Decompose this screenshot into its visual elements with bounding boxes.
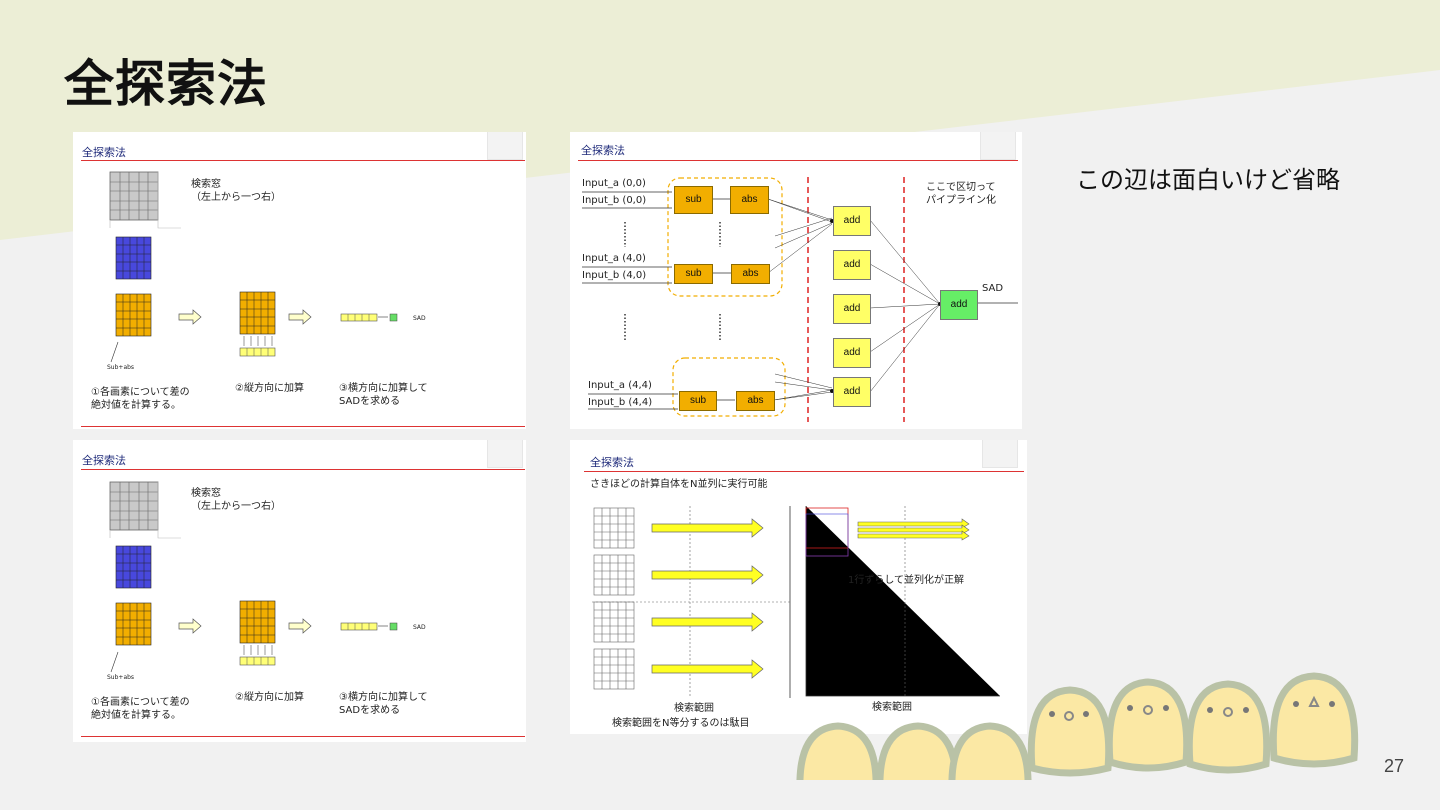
slide-thumbnail-tag (980, 132, 1016, 160)
add-block: add (833, 377, 871, 407)
left-caption: 検索範囲をN等分するのは駄目 (612, 718, 750, 729)
sad-row (340, 622, 398, 631)
right-caption: 1行ずらして並列化が正解 (848, 575, 965, 586)
input-label: Input_a (0,0) (582, 178, 646, 189)
panel-full-search-steps-copy: 全探索法 (73, 440, 526, 742)
blue-block-grid (115, 545, 152, 589)
footer-line (81, 736, 525, 737)
input-label: Input_b (4,4) (588, 397, 653, 408)
step-1-text: ①各画素について差の 絶対値を計算する。 (91, 387, 190, 411)
step-arrow (178, 309, 202, 325)
right-axis-label: 検索範囲 (872, 702, 912, 713)
step-2-text: ②縦方向に加算 (235, 383, 304, 394)
slide-thumbnail-tag (982, 440, 1018, 468)
input-label: Input_b (4,0) (582, 270, 647, 281)
orange-block-grid-summed (239, 600, 276, 666)
input-label: Input_b (0,0) (582, 195, 647, 206)
add-block: add (833, 338, 871, 368)
panel-subtitle: さきほどの計算自体をN並列に実行可能 (590, 479, 768, 490)
orange-block-grid (115, 602, 152, 646)
abs-block: abs (731, 264, 770, 284)
search-window-label: 検索窓 （左上から一つ右） (191, 488, 281, 512)
slide-note: この辺は面白いけど省略 (1076, 166, 1340, 194)
sad-label: SAD (413, 315, 426, 322)
search-window-grid (109, 171, 181, 229)
header-underline (81, 469, 525, 470)
panel-header: 全探索法 (581, 144, 625, 157)
slide-title: 全探索法 (64, 55, 268, 113)
pipeline-note: ここで区切って パイプライン化 (926, 182, 996, 206)
sad-row (340, 313, 398, 322)
step-arrow (288, 618, 312, 634)
page-number: 27 (1384, 756, 1405, 776)
slide-thumbnail-tag (487, 440, 523, 468)
pixel-grid-figure (109, 481, 398, 673)
abs-block: abs (730, 186, 769, 214)
sad-output-label: SAD (982, 283, 1004, 294)
footer-line (81, 426, 525, 427)
header-underline (81, 160, 525, 161)
panel-header: 全探索法 (82, 146, 126, 159)
step-2-text: ②縦方向に加算 (235, 692, 304, 703)
panel-full-search-steps: 全探索法 (73, 132, 526, 429)
parallel-figure (592, 506, 1000, 698)
slide-thumbnail-tag (487, 132, 523, 160)
sub-block: sub (679, 391, 717, 411)
add-block: add (833, 294, 871, 324)
sub-block: sub (674, 264, 713, 284)
pixel-grid-figure (109, 171, 398, 363)
step-1-text: ①各画素について差の 絶対値を計算する。 (91, 697, 190, 721)
abs-block: abs (736, 391, 775, 411)
sad-label: SAD (413, 624, 426, 631)
panel-header: 全探索法 (82, 454, 126, 467)
search-window-label: 検索窓 （左上から一つ右） (191, 179, 281, 203)
sub-abs-label: Sub+abs (107, 674, 135, 681)
step-3-text: ③横方向に加算して SADを求める (339, 692, 428, 716)
step-3-text: ③横方向に加算して SADを求める (339, 383, 428, 407)
header-underline (578, 160, 1018, 161)
add-block: add (833, 250, 871, 280)
step-arrow (288, 309, 312, 325)
header-underline (584, 471, 1024, 472)
final-add-block: add (940, 290, 978, 320)
orange-block-grid-summed (239, 291, 276, 357)
panel-parallelization: 全探索法 さきほどの計算自体をN並列に実行可能 (570, 440, 1027, 734)
sub-block: sub (674, 186, 713, 214)
sub-abs-label: Sub+abs (107, 364, 135, 371)
search-window-grid (109, 481, 181, 539)
step-arrow (178, 618, 202, 634)
add-block: add (833, 206, 871, 236)
orange-block-grid (115, 293, 152, 337)
blue-block-grid (115, 236, 152, 280)
chick-illustration (796, 672, 1359, 780)
input-label: Input_a (4,0) (582, 253, 646, 264)
panel-pipeline-diagram: 全探索法 Input_a (0,0) Input_b (0,0) Input_a… (570, 132, 1022, 429)
panel-header: 全探索法 (590, 456, 634, 469)
left-axis-label: 検索範囲 (674, 703, 714, 714)
input-label: Input_a (4,4) (588, 380, 652, 391)
